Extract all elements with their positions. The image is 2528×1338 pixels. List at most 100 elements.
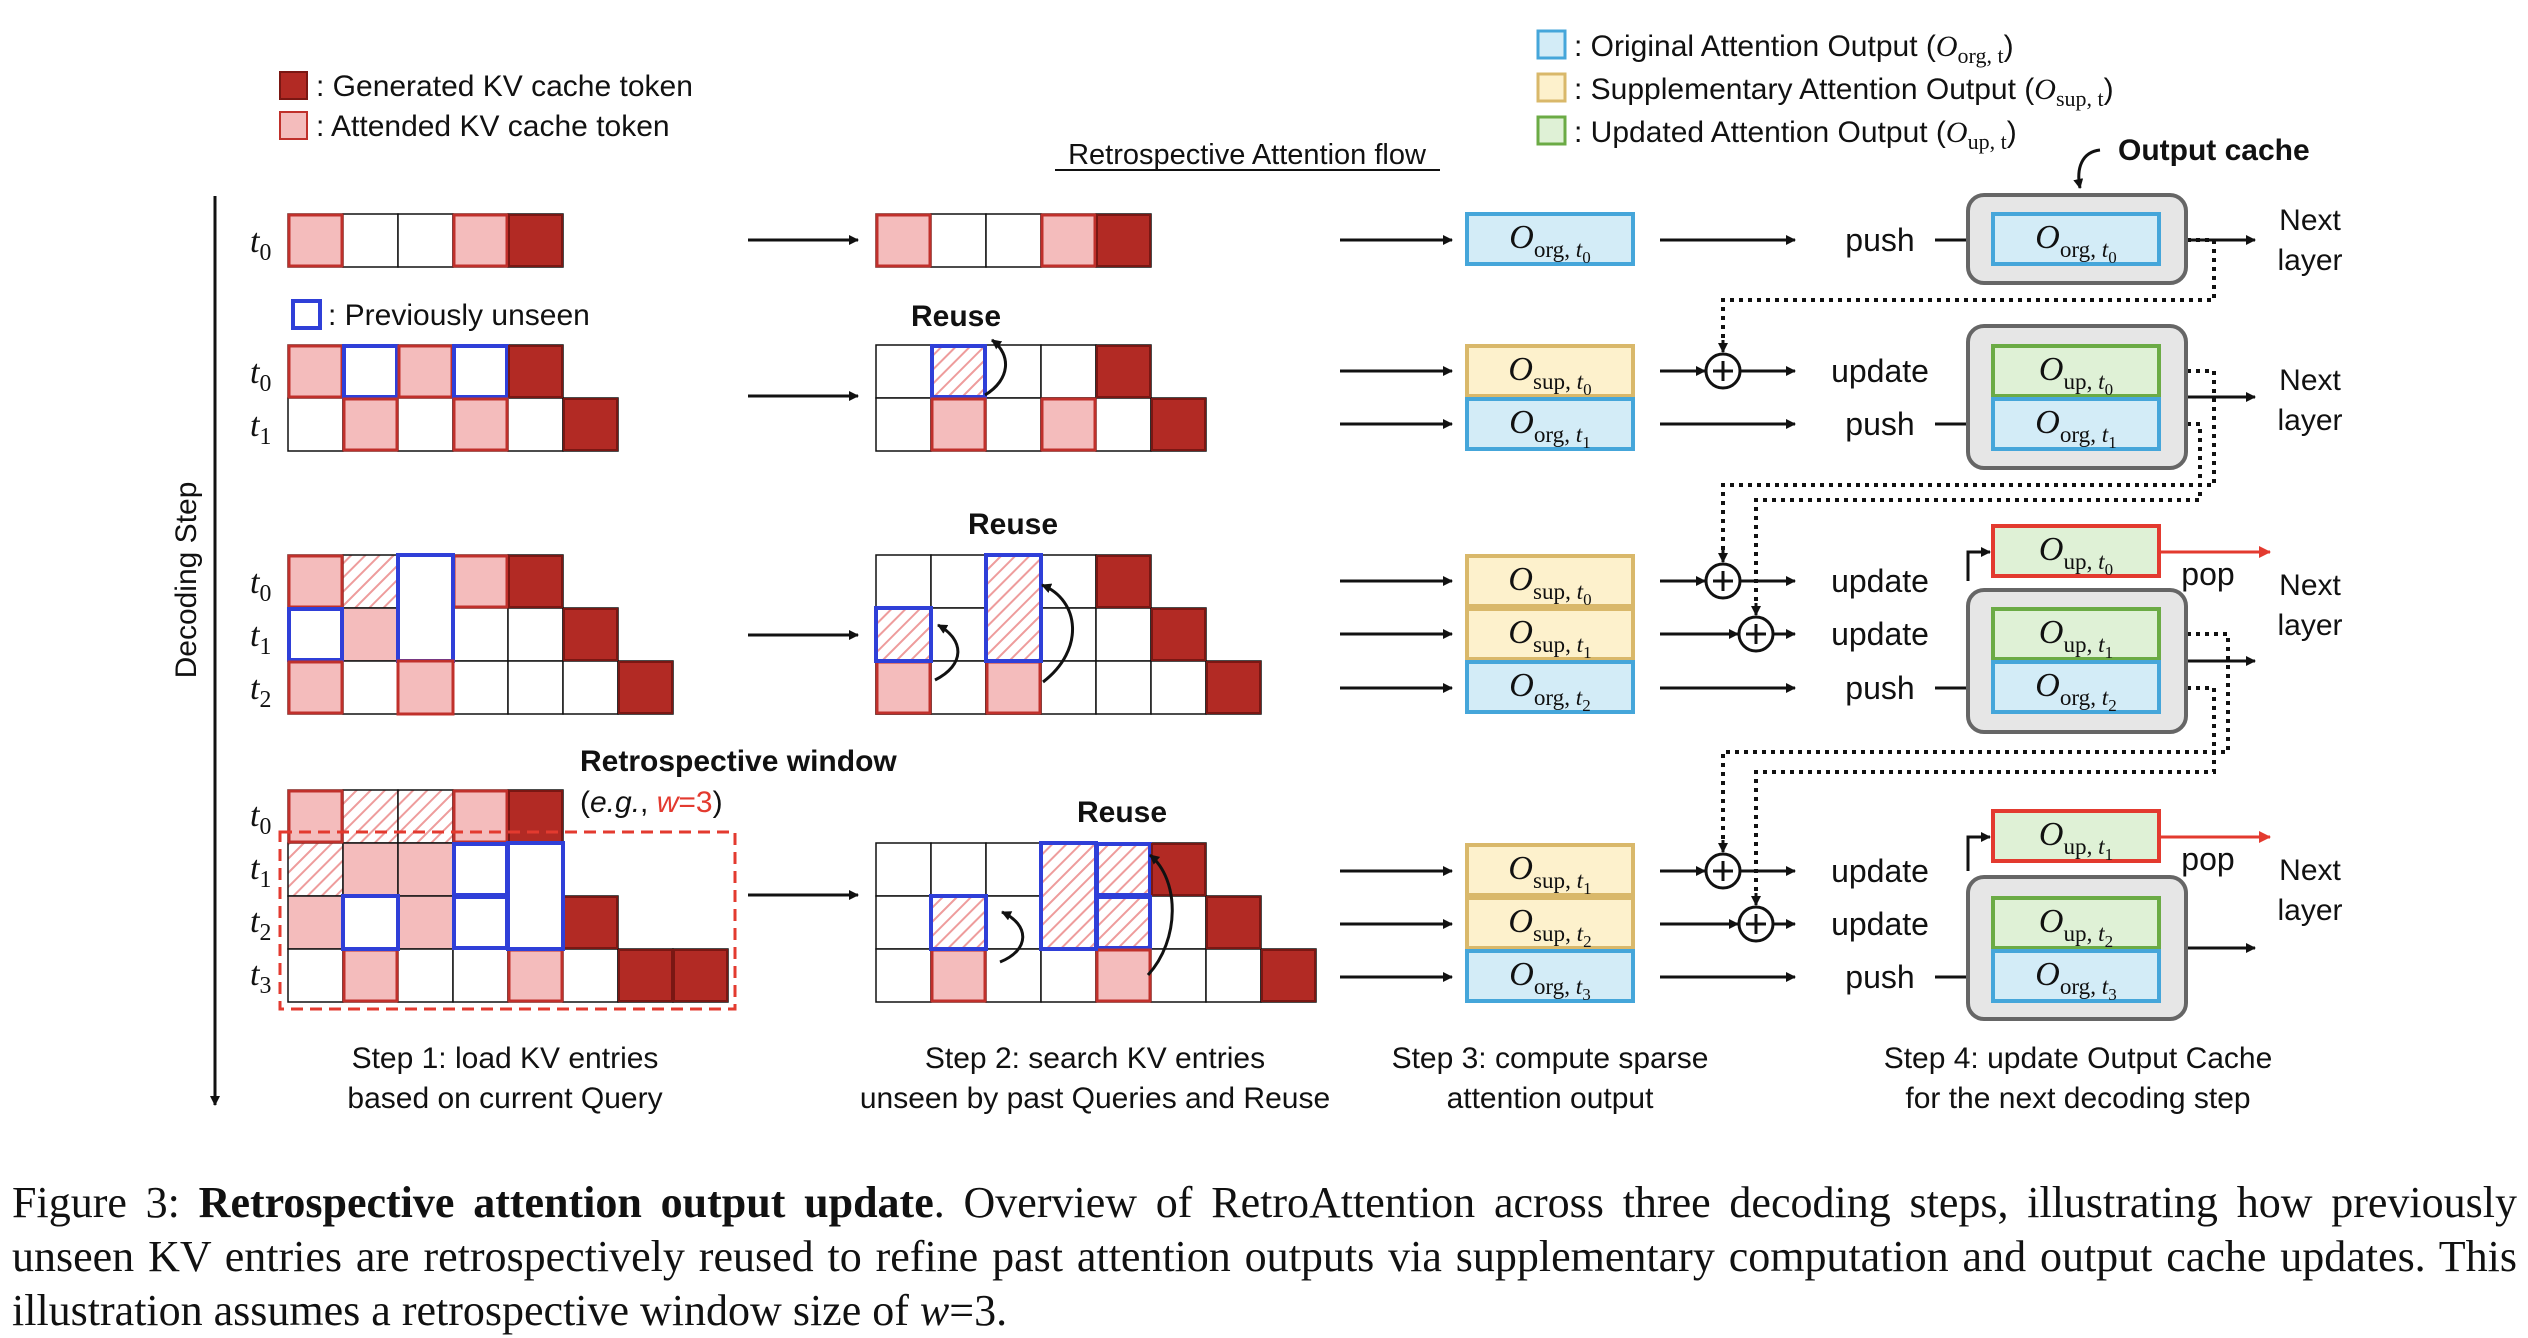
kv-cell-border [1206, 661, 1261, 714]
kv-cell-border [1096, 555, 1151, 608]
output-symbol: Oorg, t1 [2035, 404, 2116, 452]
kv-cell [507, 213, 564, 268]
output-sub-t: t [2098, 549, 2105, 575]
legend-updated-text: : Updated Attention Output ( [1574, 116, 1946, 149]
op-push-label: push [1845, 670, 1914, 706]
kv-cell [1095, 895, 1152, 950]
output-sub-t: t [2102, 685, 2109, 711]
kv-cell-border [673, 949, 728, 1002]
kv-cell-border [342, 344, 399, 399]
output-symbol: Osup, t1 [1508, 614, 1591, 662]
output-sub-idx: 2 [1582, 696, 1591, 715]
kv-cell [287, 789, 344, 844]
output-sub: org, [1534, 422, 1576, 448]
output-O: O [1508, 561, 1533, 598]
legend-updated-close: ) [2007, 116, 2017, 149]
step3-box-sup-t0-b [1465, 554, 1635, 608]
output-O: O [2035, 667, 2060, 704]
output-sub: sup, [1533, 868, 1577, 894]
output-symbol: Oup, t1 [2039, 614, 2113, 662]
kv-cell [452, 213, 509, 268]
kv-cell [452, 660, 509, 715]
flow-title: Retrospective Attention flow [1068, 139, 1427, 171]
kv-cell [342, 842, 399, 897]
time-label-base: t [250, 903, 261, 940]
time-label-sub: 0 [259, 371, 271, 397]
kv-cell [875, 344, 932, 399]
time-label-base: t [250, 850, 261, 887]
output-sub-t: t [1576, 237, 1583, 263]
output-sub-idx: 0 [1583, 590, 1592, 609]
kv-grid-step2-row3-overlay [874, 553, 1043, 715]
time-label: t0 [250, 797, 271, 840]
caption-bold: Retrospective attention output update [198, 1178, 934, 1227]
step4-box-up-t2 [1991, 896, 2161, 950]
reuse-arrow [984, 338, 1008, 397]
kv-cell [1095, 397, 1152, 452]
kv-cell [397, 213, 454, 268]
kv-cell [507, 948, 564, 1003]
output-O: O [1508, 850, 1533, 887]
reuse-label: Reuse [968, 508, 1058, 541]
output-sub-t: t [2102, 237, 2109, 263]
kv-cell [342, 397, 399, 452]
retrospective-window-box [278, 830, 737, 1011]
step4-box-org-t0 [1991, 212, 2161, 266]
kv-cell [985, 948, 1042, 1003]
kv-unseen-column [1039, 841, 1098, 951]
step3-box-sup-t2 [1465, 896, 1635, 950]
time-label-sub: 1 [259, 634, 271, 660]
output-O: O [2035, 404, 2060, 441]
kv-cell [930, 554, 987, 609]
kv-cell [507, 607, 564, 662]
kv-cell [507, 660, 564, 715]
kv-cell-border [563, 398, 618, 451]
legend-updated-label: : Updated Attention Output (Oup, t) [1574, 116, 2017, 154]
kv-cell [985, 213, 1042, 268]
kv-cell [452, 554, 509, 609]
flow-arrows [210, 196, 2271, 1106]
window-example: (e.g., w=3) [580, 786, 723, 819]
next-layer-label: layer [2277, 244, 2342, 277]
next-layer-label: layer [2277, 609, 2342, 642]
kv-cell [397, 344, 454, 399]
up-t0-path [1966, 550, 1990, 581]
kv-cell [396, 659, 455, 716]
time-label: t1 [250, 407, 271, 450]
kv-cell [1095, 607, 1152, 662]
step4-box-up-t0-pop [1991, 524, 2161, 578]
kv-cell [397, 948, 454, 1003]
kv-cell-border [508, 345, 563, 398]
output-sub-t: t [1577, 921, 1584, 947]
kv-cell [930, 948, 987, 1003]
output-symbol: Oorg, t0 [1509, 219, 1590, 267]
kv-cell [562, 397, 619, 452]
pop-label: pop [2181, 841, 2234, 877]
output-sub-t: t [2098, 369, 2105, 395]
kv-grid-step2-row2 [875, 344, 1207, 452]
kv-cell [287, 660, 344, 715]
output-sub-idx: 0 [2108, 248, 2117, 267]
kv-cell [342, 948, 399, 1003]
time-label: t2 [250, 670, 271, 713]
output-cache-pointer [2073, 148, 2101, 189]
kv-cell [672, 948, 729, 1003]
legend-generated-swatch [279, 71, 308, 100]
op-push-label: push [1845, 959, 1914, 995]
legend-unseen-swatch [291, 299, 322, 330]
kv-cell-border [452, 344, 509, 399]
time-label: t2 [250, 903, 271, 946]
output-sub: up, [2063, 632, 2098, 658]
output-symbol: Oorg, t0 [2035, 219, 2116, 267]
output-sub: org, [1534, 685, 1576, 711]
kv-cell-border [1151, 398, 1206, 451]
output-sub-idx: 1 [2105, 845, 2114, 864]
legend-attended-swatch [279, 111, 308, 140]
kv-cell [875, 842, 932, 897]
step3-box-sup-t0 [1465, 344, 1635, 398]
reuse-arrow [1146, 853, 1174, 977]
kv-cell [507, 554, 564, 609]
output-sub-t: t [1576, 422, 1583, 448]
kv-cell [1150, 660, 1207, 715]
output-O: O [2039, 816, 2064, 853]
